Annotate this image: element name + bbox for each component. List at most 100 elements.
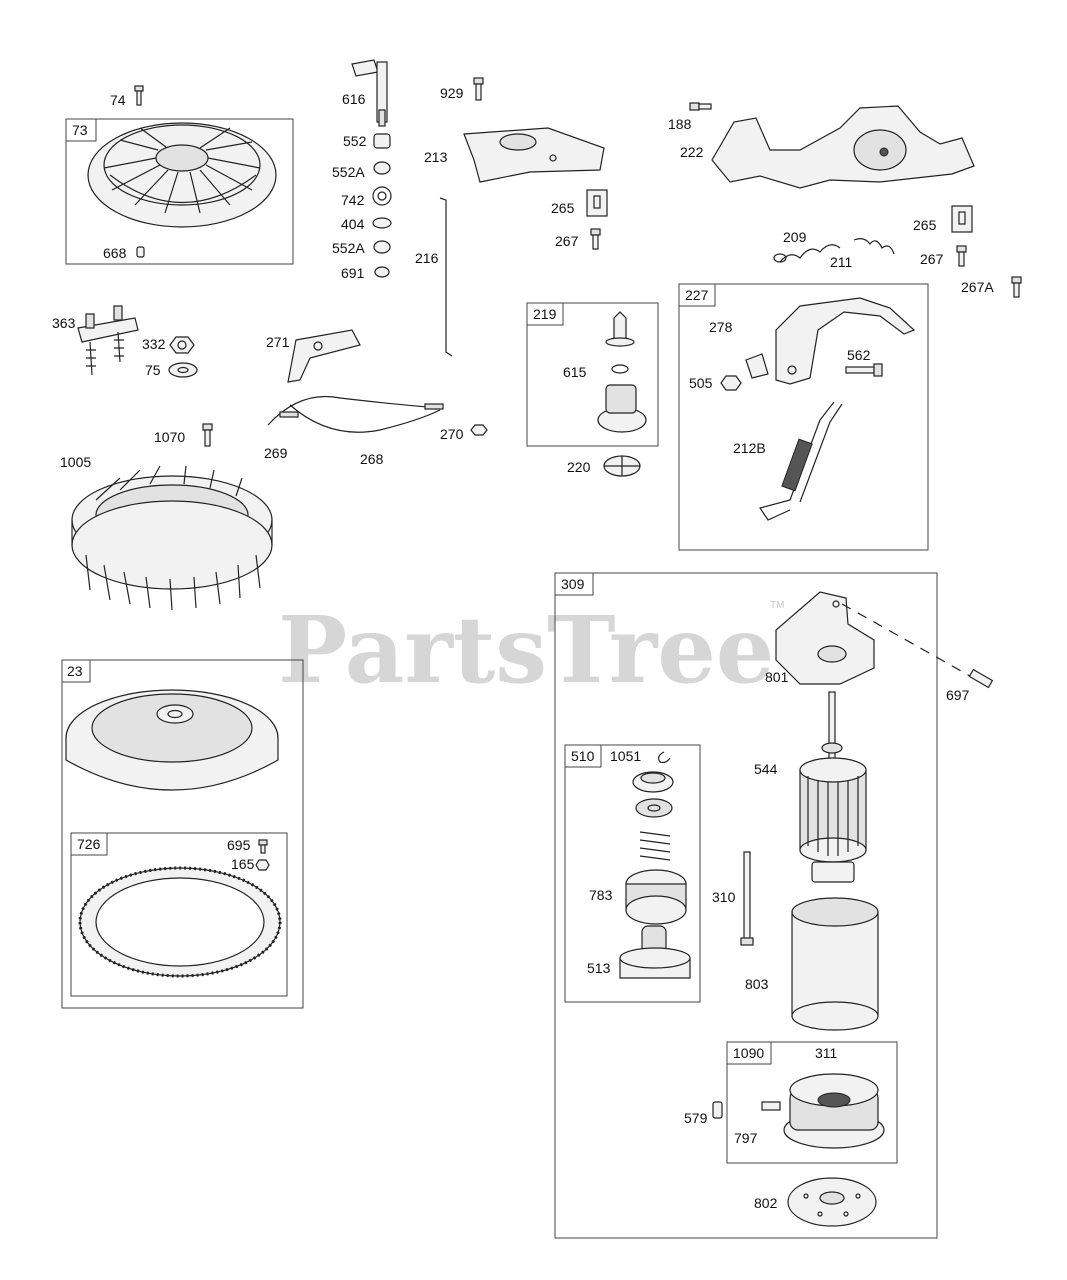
- fan-screen-73-drawing: [87, 122, 277, 228]
- nut-505-drawing: [720, 375, 742, 391]
- watermark-trademark: TM: [770, 600, 784, 611]
- part-label-801: 801: [765, 669, 789, 685]
- bolt-929-drawing: [473, 77, 484, 101]
- spring-209-drawing: [773, 244, 841, 263]
- cable-268-drawing: [267, 395, 444, 433]
- group-label-73: 73: [72, 122, 88, 138]
- bracket-363-drawing: [77, 305, 139, 376]
- group-label-510: 510: [571, 748, 595, 764]
- part-label-216: 216: [415, 250, 439, 266]
- part-label-269: 269: [264, 445, 288, 461]
- part-label-929: 929: [440, 85, 464, 101]
- shaft-616-drawing: [351, 59, 388, 127]
- part-label-267-2: 267: [920, 251, 944, 267]
- ring-615-drawing: [611, 364, 629, 374]
- gear-219-drawing: [597, 384, 647, 433]
- part-label-209: 209: [783, 229, 807, 245]
- ring-1051-drawing: [658, 751, 671, 764]
- part-label-552A-2: 552A: [332, 240, 365, 256]
- clip-668-drawing: [136, 246, 145, 258]
- washer-278-drawing: [745, 353, 769, 379]
- ring-gear-726-drawing: [78, 866, 282, 978]
- pin-219-drawing: [605, 311, 635, 347]
- spring-510-drawing: [639, 831, 671, 861]
- group-label-227: 227: [685, 287, 709, 303]
- part-579-drawing: [712, 1101, 723, 1119]
- part-label-265-2: 265: [913, 217, 937, 233]
- group-box-510: 510: [564, 744, 701, 1003]
- bracket-227-drawing: [775, 297, 916, 385]
- screw-267-2-drawing: [956, 245, 967, 267]
- washer-510-drawing: [635, 798, 673, 818]
- end-cap-802-drawing: [787, 1177, 877, 1227]
- drive-513-drawing: [619, 925, 691, 979]
- part-label-75: 75: [145, 362, 161, 378]
- part-label-513: 513: [587, 960, 611, 976]
- lever-271-drawing: [287, 329, 361, 383]
- part-label-552A: 552A: [332, 164, 365, 180]
- bracket-222-drawing: [711, 105, 975, 189]
- ring-742-drawing: [372, 186, 392, 206]
- watermark-text: PartsTree: [278, 596, 774, 704]
- part-label-691: 691: [341, 265, 365, 281]
- washer-404-drawing: [372, 217, 392, 229]
- screw-697-drawing: [841, 603, 994, 689]
- group-label-1090: 1090: [733, 1045, 764, 1061]
- group-box-309: 309: [554, 572, 938, 1239]
- cap-510-drawing: [632, 771, 674, 793]
- group-box-219: 219: [526, 302, 659, 447]
- group-label-23: 23: [67, 663, 83, 679]
- part-label-311: 311: [815, 1045, 838, 1061]
- part-label-579: 579: [684, 1110, 708, 1126]
- bushing-552A-2-drawing: [373, 240, 391, 254]
- part-label-271: 271: [266, 334, 290, 350]
- group-label-726: 726: [77, 836, 101, 852]
- screw-695-drawing: [258, 839, 268, 854]
- part-label-1005: 1005: [60, 454, 91, 470]
- part-label-562: 562: [847, 347, 871, 363]
- part-label-697: 697: [946, 687, 970, 703]
- group-box-726: 726: [70, 832, 288, 997]
- group-label-309: 309: [561, 576, 585, 592]
- part-label-267: 267: [555, 233, 579, 249]
- part-label-544: 544: [754, 761, 778, 777]
- flywheel-23-drawing: [65, 689, 279, 791]
- housing-803-drawing: [791, 897, 879, 1031]
- part-label-616: 616: [342, 91, 366, 107]
- brush-holder-311-drawing: [783, 1073, 885, 1149]
- bolt-310-drawing: [740, 851, 754, 946]
- part-label-213: 213: [424, 149, 448, 165]
- lever-212B-drawing: [759, 401, 843, 521]
- gear-783-drawing: [625, 869, 687, 925]
- screw-562-drawing: [845, 363, 883, 377]
- armature-544-drawing: [799, 691, 867, 883]
- washer-75-drawing: [168, 362, 198, 378]
- part-label-695: 695: [227, 837, 251, 853]
- part-label-268: 268: [360, 451, 384, 467]
- part-label-505: 505: [689, 375, 713, 391]
- group-box-227: 227: [678, 283, 929, 551]
- group-label-219: 219: [533, 306, 557, 322]
- bracket-801-drawing: [775, 591, 875, 685]
- part-label-1070: 1070: [154, 429, 185, 445]
- part-label-615: 615: [563, 364, 587, 380]
- part-label-552: 552: [343, 133, 367, 149]
- part-label-211: 211: [830, 254, 853, 270]
- part-label-74: 74: [110, 92, 126, 108]
- part-label-310: 310: [712, 889, 736, 905]
- part-label-278: 278: [709, 319, 733, 335]
- part-label-783: 783: [589, 887, 613, 903]
- terminal-797-drawing: [761, 1101, 781, 1111]
- flywheel-fan-1005-drawing: [71, 465, 273, 611]
- part-label-220: 220: [567, 459, 591, 475]
- part-label-1051: 1051: [610, 748, 641, 764]
- part-label-797: 797: [734, 1130, 758, 1146]
- part-label-165: 165: [231, 856, 255, 872]
- plate-213-drawing: [463, 127, 605, 183]
- bushing-552-drawing: [373, 133, 391, 149]
- nut-270-drawing: [470, 424, 488, 436]
- spring-211-drawing: [853, 238, 895, 255]
- bolt-188-drawing: [689, 102, 712, 111]
- rod-216-drawing: [439, 197, 453, 357]
